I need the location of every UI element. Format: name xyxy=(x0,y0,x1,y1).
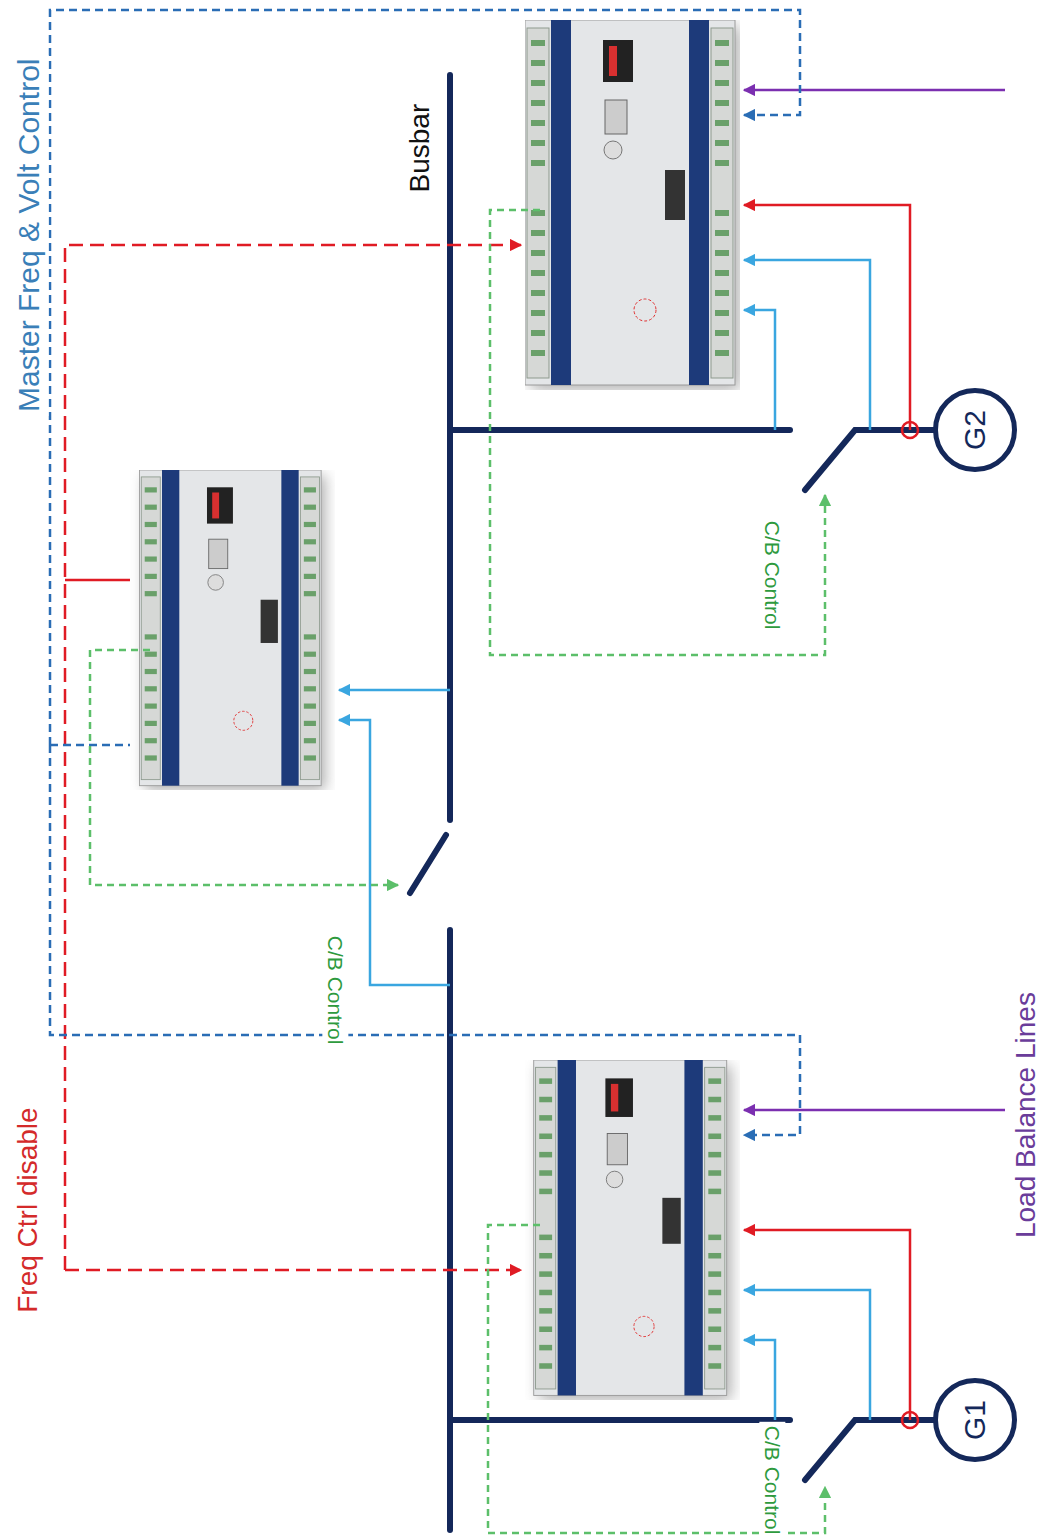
signal-wires xyxy=(65,245,521,1270)
busbar xyxy=(447,75,453,820)
signal-wires xyxy=(744,1290,870,1420)
generator-symbol: G2 xyxy=(933,388,1017,472)
bus-tie-controller xyxy=(140,470,326,790)
signal-wires xyxy=(490,210,825,655)
control-line-title: Master Freq & Volt Control xyxy=(12,54,49,415)
signal-wires xyxy=(744,1340,775,1420)
signal-wires xyxy=(50,744,130,747)
signal-wires xyxy=(50,10,1005,1533)
signal-wires xyxy=(744,260,870,430)
signal-wires xyxy=(65,579,130,582)
generator-symbol: G1 xyxy=(933,1378,1017,1462)
load-balance-label: Load Balance Lines xyxy=(1009,988,1043,1242)
breaker-control-label: C/B Control xyxy=(322,932,348,1049)
current-transformer xyxy=(902,422,918,438)
bus-tie-breaker xyxy=(410,835,446,893)
breaker-control-label: C/B Control xyxy=(759,517,785,634)
busbar xyxy=(447,930,453,1530)
signal-wires xyxy=(339,720,450,985)
signal-wires xyxy=(65,1269,521,1272)
signal-wires xyxy=(50,10,800,745)
generator-name: G1 xyxy=(958,1400,992,1440)
controller-illustration xyxy=(140,20,740,1400)
busbar-label: Busbar xyxy=(403,100,437,197)
circuit-breaker xyxy=(805,1420,935,1480)
busbar xyxy=(453,427,790,433)
signal-wires xyxy=(744,1230,910,1420)
generator-controller xyxy=(525,20,740,390)
busbar xyxy=(453,1417,790,1423)
generator-name: G2 xyxy=(958,410,992,450)
breaker-control-label: C/B Control xyxy=(759,1422,785,1539)
signal-wires xyxy=(744,89,1005,92)
signal-wires xyxy=(744,205,910,430)
circuit-breaker xyxy=(805,430,935,490)
current-transformer xyxy=(902,1412,918,1428)
signal-wires xyxy=(744,310,775,430)
signal-wires xyxy=(744,1109,1005,1112)
generator-controller xyxy=(534,1060,732,1400)
signal-wires xyxy=(50,745,800,1135)
signal-wires xyxy=(90,650,398,885)
signal-wires xyxy=(339,689,450,692)
control-line-title: Freq Ctrl disable xyxy=(11,1103,45,1316)
